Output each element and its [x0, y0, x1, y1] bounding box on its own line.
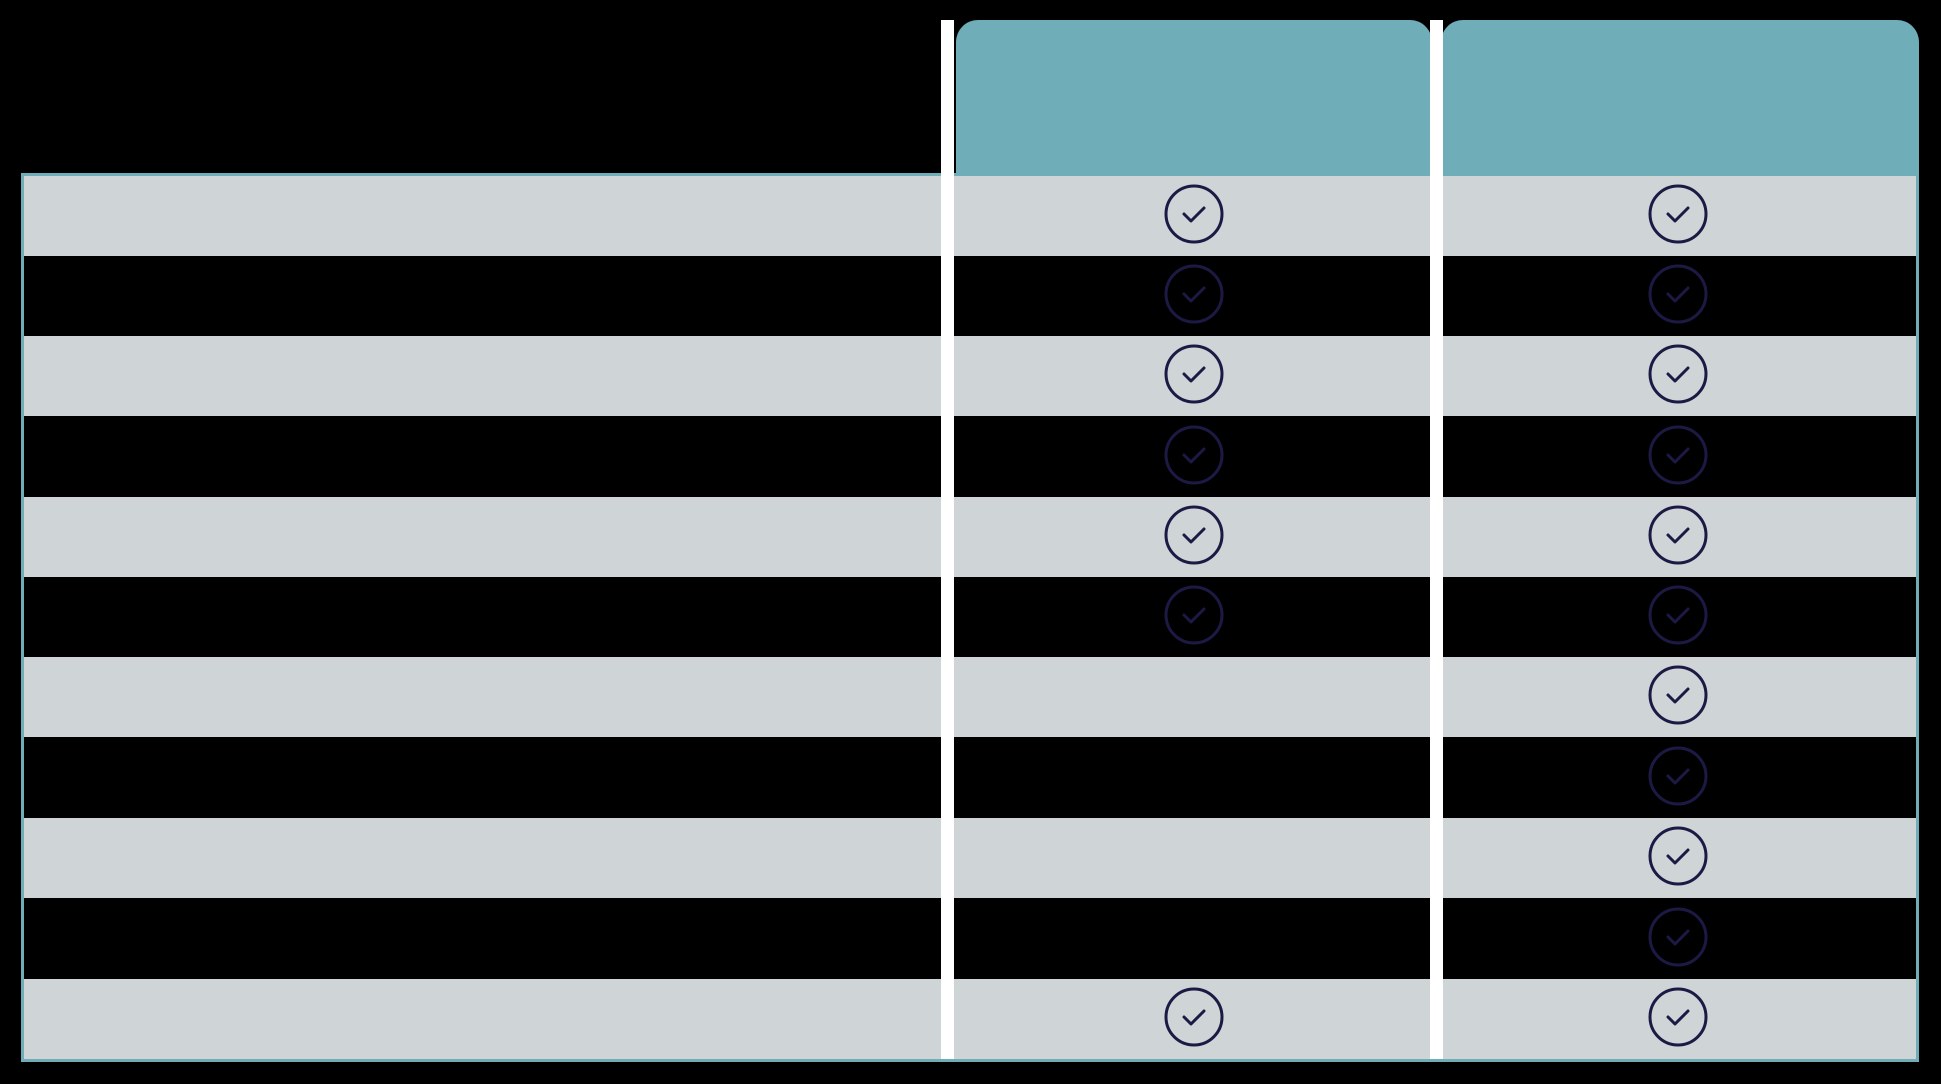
- table-row: [24, 738, 1916, 818]
- check-circle-icon: [1647, 263, 1709, 325]
- column-divider-2: [1430, 20, 1443, 1059]
- table-row: [24, 256, 1916, 336]
- check-circle-icon: [1647, 906, 1709, 968]
- table-row: [24, 657, 1916, 737]
- check-circle-icon: [1647, 986, 1709, 1048]
- check-circle-icon: [1647, 745, 1709, 807]
- table-row: [24, 577, 1916, 657]
- check-circle-icon: [1163, 343, 1225, 405]
- check-circle-icon: [1647, 825, 1709, 887]
- check-circle-icon: [1647, 343, 1709, 405]
- table-row: [24, 497, 1916, 577]
- check-circle-icon: [1163, 424, 1225, 486]
- column-header-1: [956, 20, 1432, 176]
- check-circle-icon: [1647, 183, 1709, 245]
- check-circle-icon: [1647, 584, 1709, 646]
- table-row: [24, 818, 1916, 898]
- check-circle-icon: [1163, 183, 1225, 245]
- check-circle-icon: [1647, 504, 1709, 566]
- check-circle-icon: [1163, 584, 1225, 646]
- table-row: [24, 899, 1916, 979]
- table-row: [24, 979, 1916, 1059]
- check-circle-icon: [1647, 424, 1709, 486]
- column-header-2: [1441, 20, 1919, 176]
- table-row: [24, 176, 1916, 256]
- table-frame: [21, 173, 1919, 1062]
- check-circle-icon: [1163, 986, 1225, 1048]
- table-row: [24, 417, 1916, 497]
- table-row: [24, 336, 1916, 416]
- check-circle-icon: [1163, 263, 1225, 325]
- check-circle-icon: [1163, 504, 1225, 566]
- column-divider-1: [941, 20, 954, 1059]
- check-circle-icon: [1647, 664, 1709, 726]
